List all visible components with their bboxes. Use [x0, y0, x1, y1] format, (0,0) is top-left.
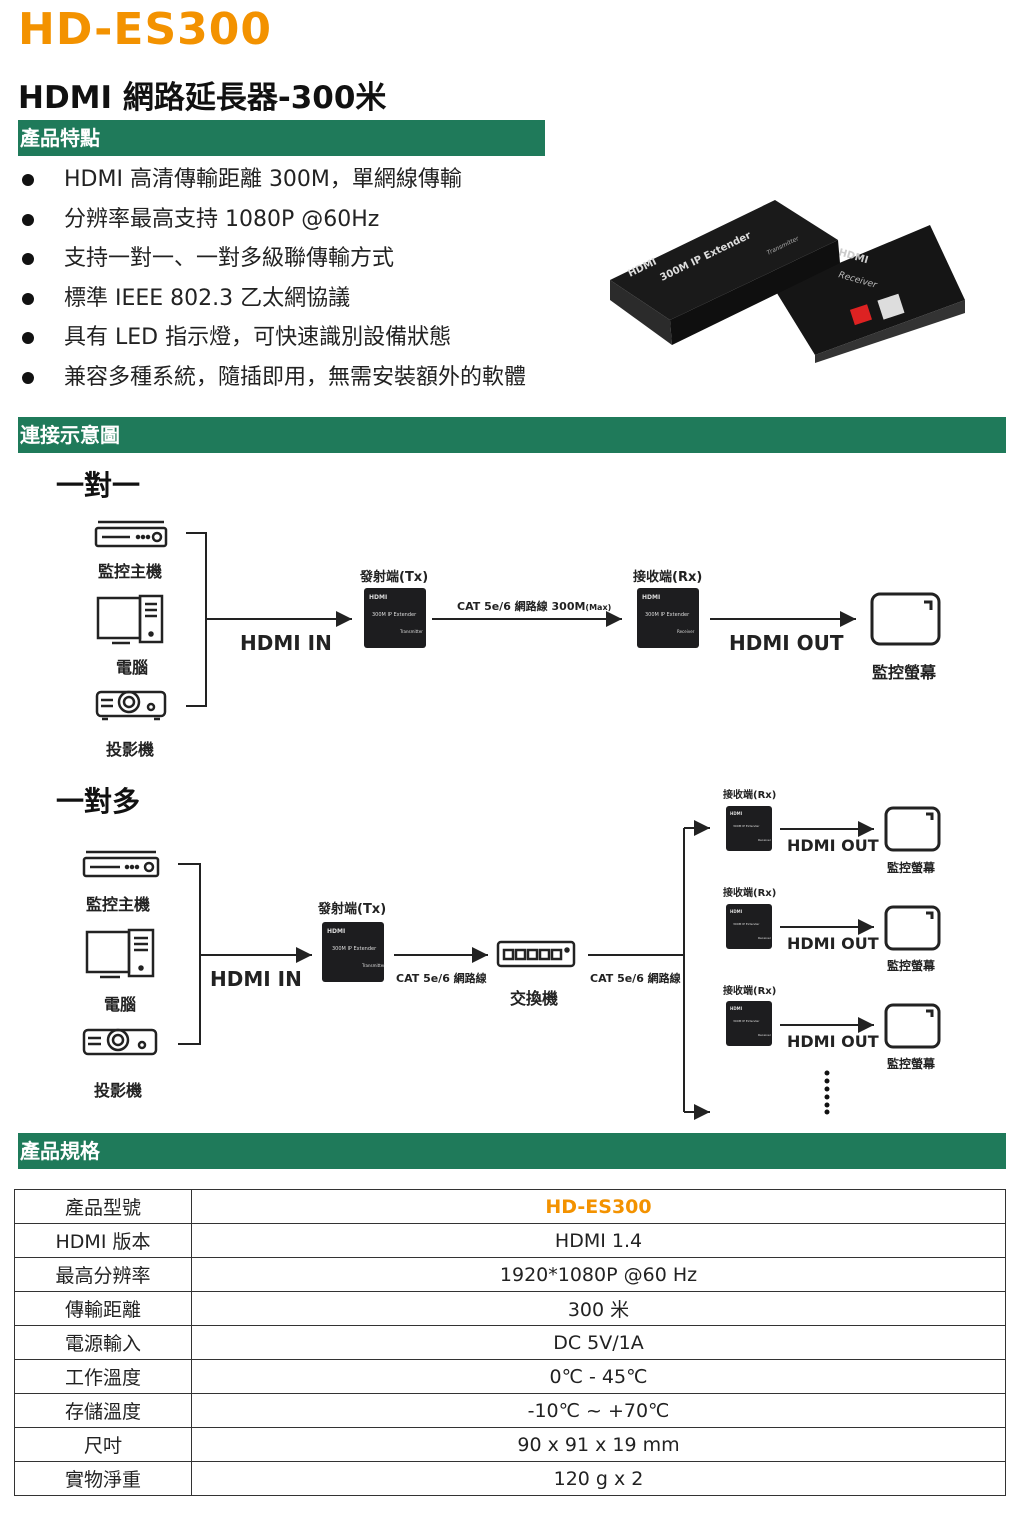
switch-icon	[496, 940, 576, 968]
source-label: 監控主機	[86, 895, 151, 914]
rj45-port-icon	[877, 293, 905, 320]
more-dots-icon	[824, 1070, 830, 1115]
bullet-icon	[22, 213, 34, 226]
bullet-icon	[22, 371, 34, 384]
diagram-section-bar: 連接示意圖	[18, 417, 1006, 453]
dvr-icon	[94, 520, 168, 548]
product-subtitle: HDMI 網路延長器-300米	[18, 80, 387, 116]
rx-label: 接收端(Rx)	[723, 986, 777, 997]
rx-label: 接收端(Rx)	[723, 888, 777, 899]
transmitter-device: HDMI 300M IP Extender Transmitter	[322, 922, 385, 982]
diagram-section-title: 連接示意圖	[20, 423, 120, 447]
bullet-icon	[22, 332, 34, 344]
features-section-title: 產品特點	[20, 126, 100, 150]
display-label: 監控螢幕	[887, 861, 936, 875]
feature-item: 支持一對一、一對多級聯傳輸方式	[22, 239, 582, 279]
receiver-device: HDMI 300M IP Extender Receiver	[726, 806, 772, 851]
one-to-one-heading: 一對一	[56, 469, 141, 502]
computer-icon	[96, 594, 164, 645]
feature-item: 標準 IEEE 802.3 乙太網協議	[22, 279, 582, 319]
one-to-many-heading: 一對多	[56, 785, 141, 818]
transmitter-body	[610, 200, 838, 320]
feature-item: HDMI 高清傳輸距離 300M，單網線傳輸	[22, 160, 582, 200]
dip-switch-icon	[849, 304, 872, 326]
product-model-title: HD-ES300	[18, 4, 273, 55]
features-section-bar: 產品特點	[18, 120, 545, 156]
tx-label: 發射端(Tx)	[318, 902, 387, 917]
hdmi-in-label: HDMI IN	[240, 631, 332, 655]
feature-item: 具有 LED 指示燈，可快速識別設備狀態	[22, 318, 582, 358]
tx-label: 發射端(Tx)	[360, 570, 429, 585]
specs-section-bar: 產品規格	[18, 1133, 1006, 1169]
hdmi-out-label: HDMI OUT	[787, 1032, 879, 1051]
rx-label: 接收端(Rx)	[723, 790, 777, 801]
bullet-icon	[22, 174, 34, 186]
source-label: 監控主機	[98, 562, 163, 581]
monitor-icon	[884, 905, 941, 951]
receiver-device: HDMI 300M IP Extender Receiver	[726, 904, 772, 949]
hdmi-in-label: HDMI IN	[210, 967, 302, 991]
source-label: 電腦	[104, 995, 137, 1014]
source-label: 電腦	[116, 658, 149, 677]
monitor-icon	[870, 592, 941, 646]
specs-section-title: 產品規格	[20, 1139, 100, 1163]
bullet-icon	[22, 292, 34, 305]
rx-label: 接收端(Rx)	[633, 570, 703, 585]
cable-label: CAT 5e/6 網路線	[590, 972, 681, 985]
bullet-icon	[22, 253, 34, 265]
product-photo: HDMI Receiver HDMI 300M IP Extender Tran…	[610, 200, 965, 363]
switch-label: 交換機	[510, 989, 559, 1008]
feature-item: 分辨率最高支持 1080P @60Hz	[22, 200, 582, 240]
hdmi-out-label: HDMI OUT	[787, 934, 879, 953]
monitor-icon	[884, 1003, 941, 1049]
transmitter-device: HDMI 300M IP Extender Transmitter	[364, 588, 426, 648]
projector-icon	[82, 1028, 158, 1056]
monitor-icon	[884, 806, 941, 852]
dvr-icon	[82, 850, 160, 878]
source-label: 投影機	[94, 1081, 143, 1100]
source-label: 投影機	[106, 740, 155, 759]
receiver-device: HDMI 300M IP Extender Receiver	[637, 588, 699, 648]
hdmi-out-label: HDMI OUT	[787, 836, 879, 855]
display-label: 監控螢幕	[887, 1057, 936, 1071]
feature-item: 兼容多種系統，隨插即用，無需安裝額外的軟體	[22, 358, 582, 398]
cable-label: CAT 5e/6 網路線 300M(Max)	[457, 600, 612, 613]
receiver-device: HDMI 300M IP Extender Receiver	[726, 1001, 772, 1046]
cable-label: CAT 5e/6 網路線	[396, 972, 487, 985]
feature-list: HDMI 高清傳輸距離 300M，單網線傳輸 分辨率最高支持 1080P @60…	[22, 160, 582, 397]
receiver-body	[775, 225, 965, 355]
hdmi-out-label: HDMI OUT	[729, 631, 844, 655]
table-row: 存儲溫度-10℃ ~ +70℃	[14, 1393, 1006, 1428]
display-label: 監控螢幕	[872, 663, 937, 682]
computer-icon	[85, 928, 155, 979]
projector-icon	[95, 690, 167, 721]
display-label: 監控螢幕	[887, 959, 936, 973]
